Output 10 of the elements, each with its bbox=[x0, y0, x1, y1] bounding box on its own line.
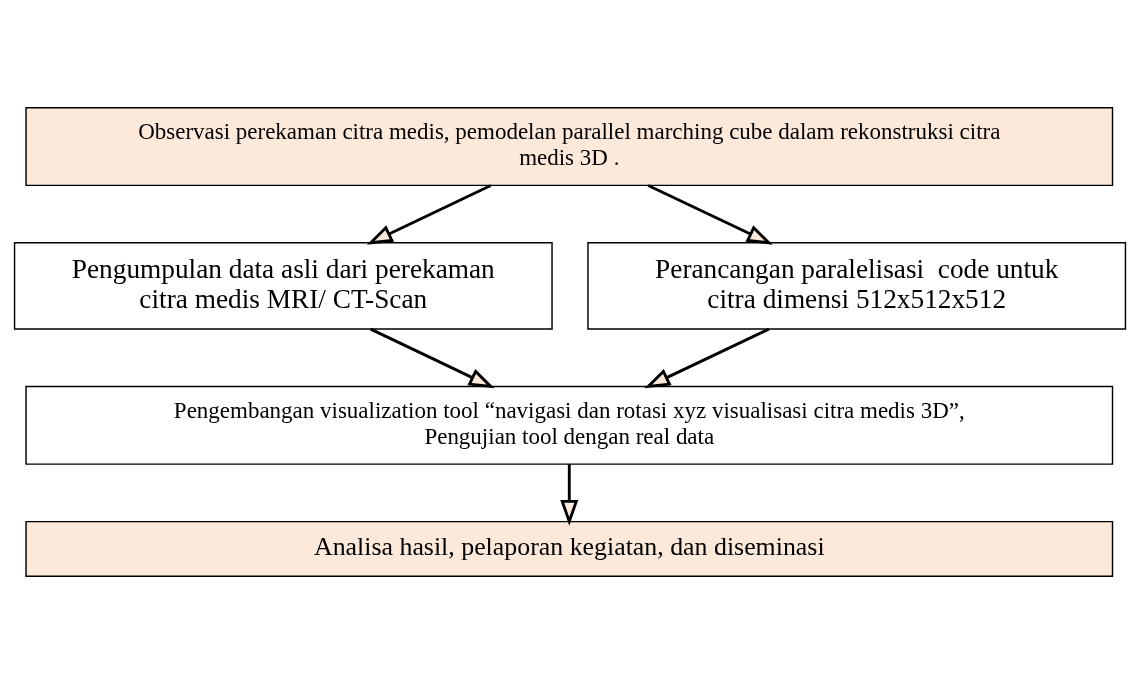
node-box: Analisa hasil, pelaporan kegiatan, dan diseminasi bbox=[25, 520, 1114, 577]
node-box: Perancangan paralelisasi code untuk citra dimensi 512x512x512 bbox=[587, 242, 1127, 330]
node-box: Pengumpulan data asli dari perekaman citra medis MRI/ CT-Scan bbox=[13, 242, 553, 330]
arrow bbox=[366, 184, 492, 245]
node-box: Observasi perekaman citra medis, pemodelan parallel marching cube dalam rekonstruksi citra medis 3D . bbox=[25, 107, 1114, 187]
arrow bbox=[644, 327, 770, 389]
arrow bbox=[560, 464, 579, 526]
node-box: Pengembangan visualization tool “navigasi dan rotasi xyz visualisasi citra medis 3D”, Pengujian tool dengan real data bbox=[25, 385, 1114, 465]
arrow bbox=[370, 327, 495, 389]
arrow bbox=[647, 184, 773, 245]
